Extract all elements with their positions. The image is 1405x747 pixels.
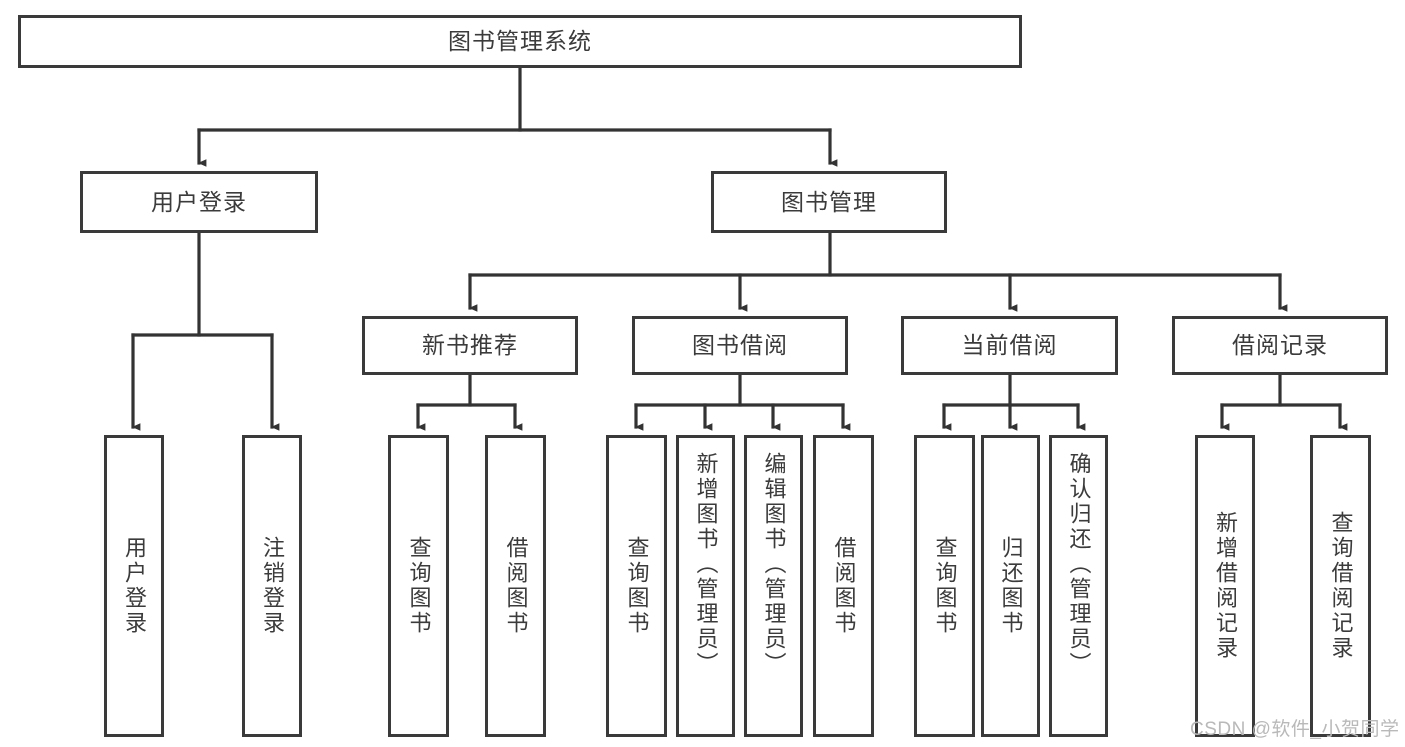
node-root-book-management-system[interactable]: 图书管理系统 (18, 15, 1022, 68)
leaf-book-borrow-query-book[interactable]: 查询图书 (606, 435, 667, 737)
node-book-borrow[interactable]: 图书借阅 (632, 316, 848, 375)
node-label: 图书管理系统 (448, 28, 592, 55)
leaf-book-borrow-edit-book-admin[interactable]: 编辑图书（管理员） (744, 435, 803, 737)
leaf-label: 用户登录 (121, 536, 147, 636)
leaf-current-borrow-query-book[interactable]: 查询图书 (914, 435, 975, 737)
leaf-label: 新增图书（管理员） (693, 452, 719, 677)
leaf-label: 新增借阅记录 (1212, 511, 1238, 661)
leaf-label: 查询图书 (624, 536, 650, 636)
leaf-label: 注销登录 (259, 536, 285, 636)
leaf-label: 查询图书 (406, 536, 432, 636)
node-book-management[interactable]: 图书管理 (711, 171, 947, 233)
leaf-new-book-borrow-book[interactable]: 借阅图书 (485, 435, 546, 737)
leaf-book-borrow-add-book-admin[interactable]: 新增图书（管理员） (676, 435, 735, 737)
node-label: 图书管理 (781, 188, 877, 215)
node-label: 新书推荐 (422, 332, 518, 359)
leaf-new-book-query-book[interactable]: 查询图书 (388, 435, 449, 737)
leaf-borrow-record-query-record[interactable]: 查询借阅记录 (1310, 435, 1371, 737)
leaf-current-borrow-confirm-return-admin[interactable]: 确认归还（管理员） (1049, 435, 1108, 737)
leaf-book-borrow-borrow-book[interactable]: 借阅图书 (813, 435, 874, 737)
csdn-watermark: CSDN @软件_小贺同学 (1190, 719, 1400, 740)
leaf-label: 查询借阅记录 (1328, 511, 1354, 661)
leaf-label: 确认归还（管理员） (1066, 452, 1092, 677)
leaf-label: 查询图书 (932, 536, 958, 636)
leaf-label: 归还图书 (998, 536, 1024, 636)
leaf-user-login-logout[interactable]: 注销登录 (242, 435, 302, 737)
leaf-label: 借阅图书 (503, 536, 529, 636)
node-borrow-record[interactable]: 借阅记录 (1172, 316, 1388, 375)
leaf-current-borrow-return-book[interactable]: 归还图书 (981, 435, 1040, 737)
node-label: 当前借阅 (961, 332, 1058, 359)
node-new-book-recommend[interactable]: 新书推荐 (362, 316, 578, 375)
node-current-borrow[interactable]: 当前借阅 (901, 316, 1118, 375)
node-user-login[interactable]: 用户登录 (80, 171, 318, 233)
node-label: 借阅记录 (1232, 332, 1328, 359)
leaf-label: 借阅图书 (831, 536, 857, 636)
node-label: 图书借阅 (692, 332, 788, 359)
leaf-user-login-login[interactable]: 用户登录 (104, 435, 164, 737)
leaf-borrow-record-add-record[interactable]: 新增借阅记录 (1195, 435, 1255, 737)
node-label: 用户登录 (151, 188, 247, 215)
leaf-label: 编辑图书（管理员） (761, 452, 787, 677)
